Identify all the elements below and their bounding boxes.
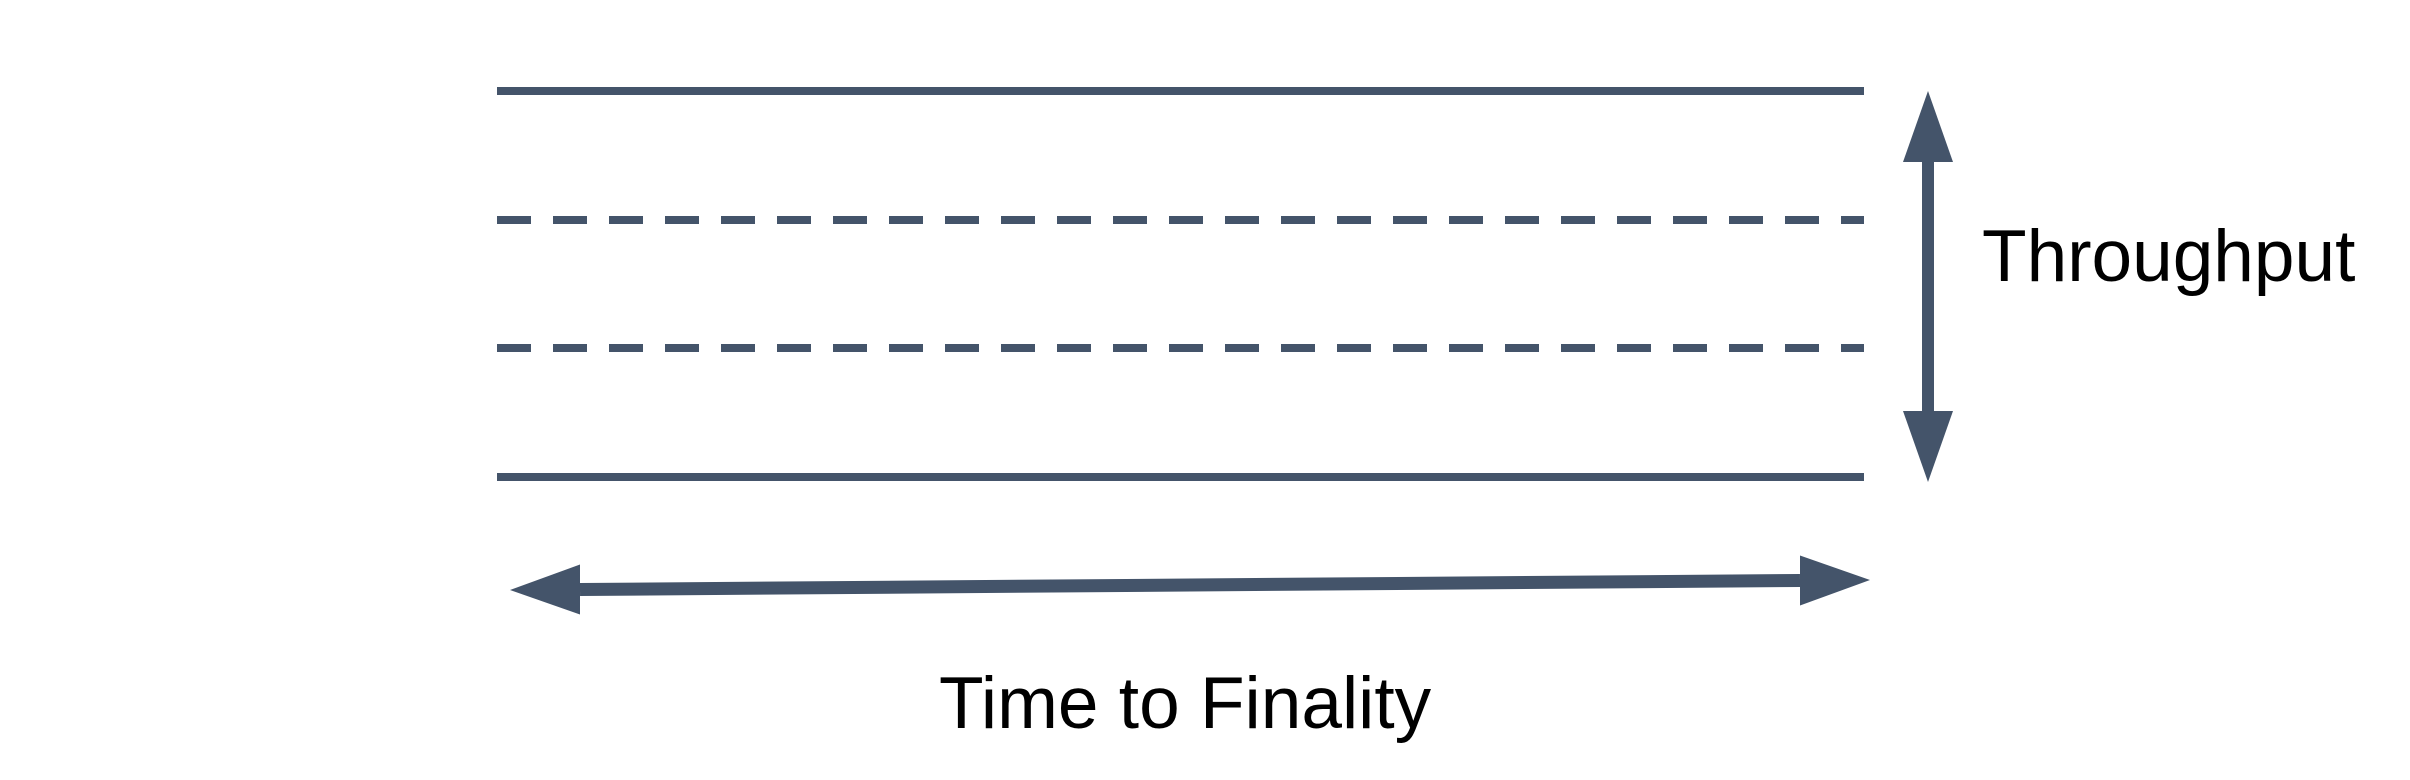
time-axis-arrow-head-right — [1800, 555, 1870, 606]
time-axis-arrow-icon — [510, 555, 1870, 615]
time-to-finality-label: Time to Finality — [939, 663, 1432, 744]
band-lines — [497, 87, 1864, 481]
throughput-label: Throughput — [1982, 216, 2356, 297]
time-axis-arrow-head-left — [510, 564, 580, 615]
throughput-arrow-head-down — [1903, 411, 1953, 482]
throughput-arrow-icon — [1903, 91, 1953, 482]
time-axis-arrow-shaft — [579, 574, 1801, 596]
throughput-arrow-head-up — [1903, 91, 1953, 162]
